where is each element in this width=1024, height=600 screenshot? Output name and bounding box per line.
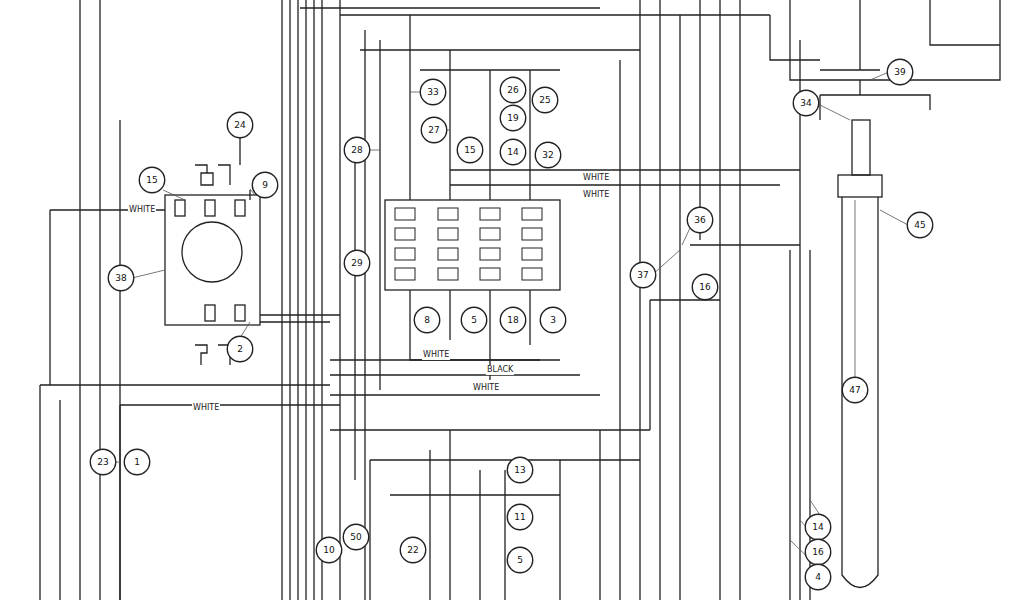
wire-color-label: WHITE (472, 383, 500, 393)
callout-number: 37 (629, 261, 657, 289)
callout-text: 39 (886, 58, 914, 86)
callout-number: 29 (343, 249, 371, 277)
callout-text: 23 (89, 448, 117, 476)
callout-number: 5 (460, 306, 488, 334)
callout-text: 15 (456, 136, 484, 164)
callout-text: 16 (804, 538, 832, 566)
callout-text: 24 (226, 111, 254, 139)
callout-number: 23 (89, 448, 117, 476)
callout-number: 11 (506, 503, 534, 531)
callout-number: 38 (107, 264, 135, 292)
callout-text: 33 (419, 78, 447, 106)
callout-text: 27 (420, 116, 448, 144)
callout-number: 39 (886, 58, 914, 86)
callout-number: 50 (342, 523, 370, 551)
callout-number: 33 (419, 78, 447, 106)
wire-color-label: WHITE (582, 173, 610, 183)
callout-text: 38 (107, 264, 135, 292)
callout-text: 13 (506, 456, 534, 484)
callout-number: 16 (804, 538, 832, 566)
callout-number: 14 (499, 138, 527, 166)
callout-number: 10 (315, 536, 343, 564)
callout-text: 34 (792, 89, 820, 117)
callout-text: 9 (251, 171, 279, 199)
callout-number: 47 (841, 376, 869, 404)
wire-color-label: WHITE (128, 205, 156, 215)
callout-number: 22 (399, 536, 427, 564)
callout-number: 2 (226, 335, 254, 363)
callout-text: 4 (804, 563, 832, 591)
callout-number: 15 (138, 166, 166, 194)
callout-number: 25 (531, 86, 559, 114)
wire-color-label: BLACK (486, 365, 514, 375)
callout-text: 29 (343, 249, 371, 277)
callout-number: 27 (420, 116, 448, 144)
callout-number: 34 (792, 89, 820, 117)
callout-text: 2 (226, 335, 254, 363)
callout-text: 28 (343, 136, 371, 164)
wire-color-label: WHITE (582, 190, 610, 200)
callout-text: 32 (534, 141, 562, 169)
callout-number: 3 (539, 306, 567, 334)
callout-text: 36 (686, 206, 714, 234)
callout-text: 26 (499, 76, 527, 104)
callout-text: 18 (499, 306, 527, 334)
callout-text: 15 (138, 166, 166, 194)
callout-number: 15 (456, 136, 484, 164)
callout-number: 1 (123, 448, 151, 476)
callout-number: 4 (804, 563, 832, 591)
callout-number: 14 (804, 513, 832, 541)
callout-number: 9 (251, 171, 279, 199)
callout-text: 47 (841, 376, 869, 404)
callout-text: 5 (460, 306, 488, 334)
callout-text: 1 (123, 448, 151, 476)
callout-text: 37 (629, 261, 657, 289)
callout-text: 25 (531, 86, 559, 114)
callout-text: 3 (539, 306, 567, 334)
callout-number: 26 (499, 76, 527, 104)
callout-number: 8 (413, 306, 441, 334)
callout-text: 16 (691, 273, 719, 301)
callout-text: 5 (506, 546, 534, 574)
callout-number: 18 (499, 306, 527, 334)
callout-text: 45 (906, 211, 934, 239)
callout-text: 10 (315, 536, 343, 564)
callout-number: 24 (226, 111, 254, 139)
callout-number: 32 (534, 141, 562, 169)
callout-number: 45 (906, 211, 934, 239)
callout-text: 14 (804, 513, 832, 541)
callout-text: 11 (506, 503, 534, 531)
callout-text: 50 (342, 523, 370, 551)
callout-text: 8 (413, 306, 441, 334)
callout-number: 5 (506, 546, 534, 574)
callout-number: 16 (691, 273, 719, 301)
callout-number: 19 (499, 104, 527, 132)
callout-number: 36 (686, 206, 714, 234)
callout-text: 14 (499, 138, 527, 166)
wire-color-label: WHITE (192, 403, 220, 413)
callout-number: 13 (506, 456, 534, 484)
wire-color-label: WHITE (422, 350, 450, 360)
callout-number: 28 (343, 136, 371, 164)
callout-text: 22 (399, 536, 427, 564)
callout-text: 19 (499, 104, 527, 132)
